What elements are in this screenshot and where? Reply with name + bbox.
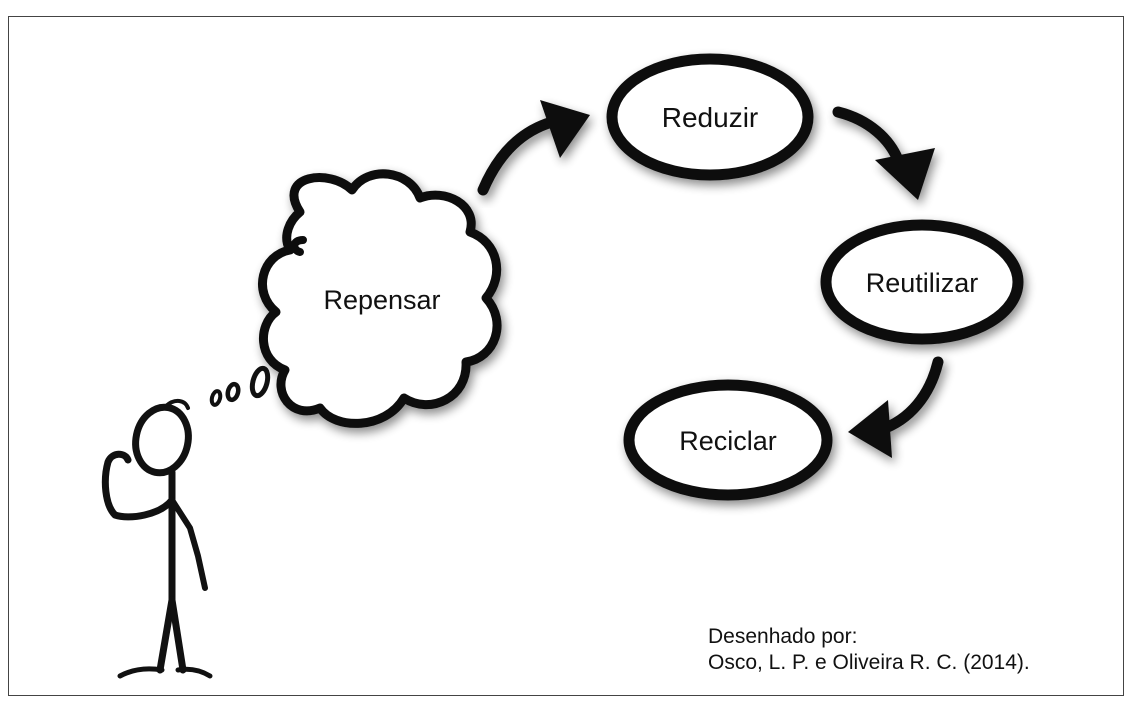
arrow-reduzir-to-reutilizar: [832, 106, 935, 200]
arrow-reutilizar-to-reciclar: [848, 356, 944, 458]
node-reutilizar-label: Reutilizar: [866, 268, 979, 298]
node-reciclar: [623, 379, 833, 501]
credit-line-2: Osco, L. P. e Oliveira R. C. (2014).: [708, 651, 1030, 674]
node-repensar-label: Repensar: [323, 285, 440, 315]
node-reutilizar: [820, 219, 1024, 345]
node-reciclar-label: Reciclar: [679, 426, 777, 456]
node-reduzir: [606, 53, 814, 181]
credit-text: Desenhado por: Osco, L. P. e Oliveira R.…: [708, 624, 1030, 676]
arrow-repensar-to-reduzir: [477, 100, 590, 196]
credit-line-1: Desenhado por:: [708, 625, 858, 648]
thought-bubbles: [209, 365, 271, 407]
stick-figure: [101, 399, 213, 679]
thought-cloud: [258, 169, 502, 428]
node-reduzir-label: Reduzir: [662, 102, 758, 133]
